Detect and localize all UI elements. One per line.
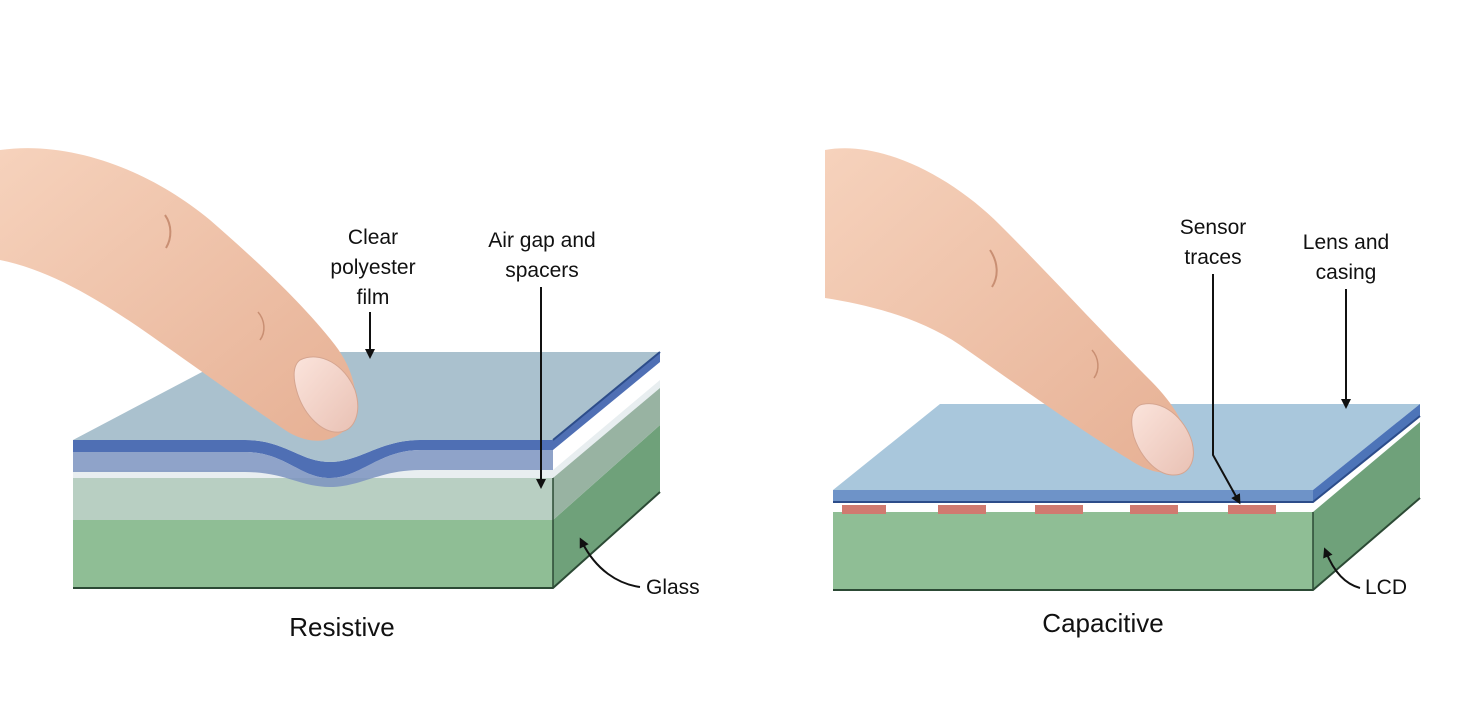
lcd-label: LCD [1365, 576, 1407, 599]
label-air-gap-spacers: Air gap and spacers [488, 229, 596, 489]
air-gap-line-1: Air gap and [488, 229, 595, 252]
resistive-title: Resistive [289, 612, 394, 642]
glass-arrow [579, 537, 641, 588]
clear-film-line-1: Clear [348, 226, 398, 249]
lens-casing-line-2: casing [1316, 261, 1377, 284]
label-sensor-traces: Sensor traces [1180, 216, 1247, 505]
sensor-traces-line-2: traces [1184, 246, 1241, 269]
resistive-finger [0, 148, 359, 441]
sensor-trace [1130, 505, 1178, 514]
sensor-trace [1035, 505, 1083, 514]
capacitive-finger [825, 148, 1194, 476]
sensor-trace [938, 505, 986, 514]
lens-casing-line-1: Lens and [1303, 231, 1389, 254]
sensor-traces-line-1: Sensor [1180, 216, 1247, 239]
sensor-trace [842, 505, 886, 514]
label-lcd: LCD [1323, 547, 1407, 599]
capacitive-sensor-traces [842, 505, 1276, 514]
resistive-glass-layer [73, 385, 661, 589]
label-clear-polyester-film: Clear polyester film [330, 226, 416, 359]
clear-film-line-2: polyester [330, 256, 415, 279]
label-lens-casing: Lens and casing [1303, 231, 1389, 409]
clear-film-line-3: film [357, 286, 390, 309]
sensor-trace [1228, 505, 1276, 514]
glass-label: Glass [646, 576, 700, 599]
capacitive-panel: Sensor traces Lens and casing LCD Capaci… [825, 148, 1421, 638]
capacitive-title: Capacitive [1042, 608, 1163, 638]
sensor-traces-arrow [1212, 274, 1241, 505]
resistive-panel: Clear polyester film Air gap and spacers… [0, 148, 700, 642]
capacitive-lcd-layer [833, 422, 1421, 591]
label-glass: Glass [579, 537, 700, 599]
air-gap-line-2: spacers [505, 259, 579, 282]
lcd-arrow [1323, 547, 1361, 589]
